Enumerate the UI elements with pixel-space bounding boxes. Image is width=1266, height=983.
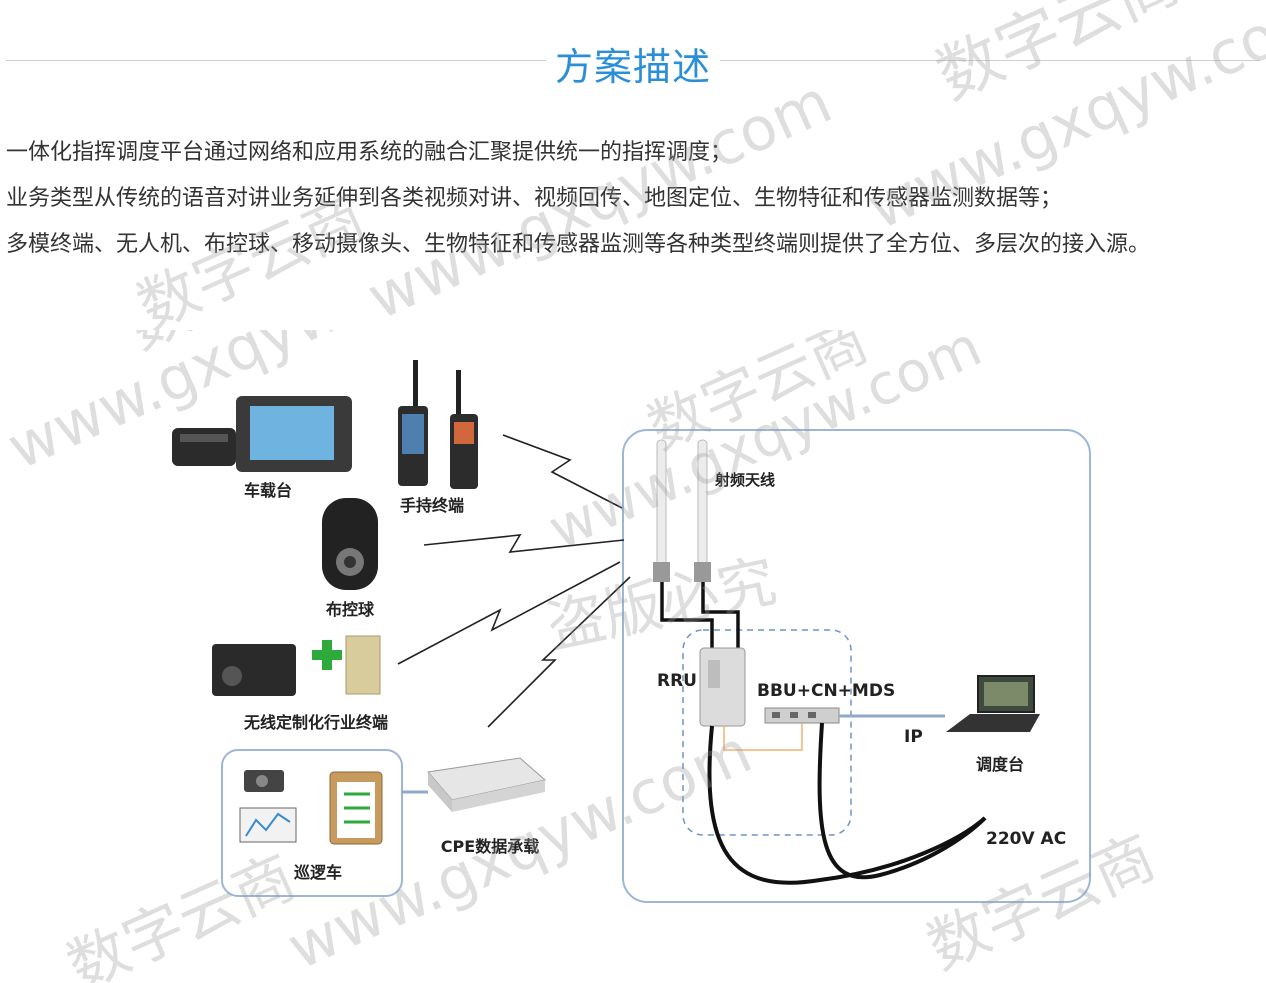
description-line: 多模终端、无人机、布控球、移动摄像头、生物特征和传感器监测等各种类型终端则提供了… <box>6 232 1151 257</box>
patrol-clipboard-icon <box>329 771 383 845</box>
equipment-dashed-box <box>682 629 852 836</box>
handheld-terminal-label: 手持终端 <box>400 496 464 515</box>
wireless-terminal-label: 无线定制化行业终端 <box>243 713 388 732</box>
section-header: 方案描述 <box>0 30 1266 90</box>
vehicle-terminal-icon <box>172 396 352 472</box>
watermark-layer: 盗版必究 www.gxqyw.com www.gxqyw.com 数字云商 数字… <box>0 330 1165 983</box>
header-divider-left <box>6 60 546 61</box>
network-diagram: 车载台 手持终端 布控球 无线定制化行业终端 巡逻车 CPE数据承载 射频天线 … <box>0 330 1266 983</box>
ptz-ball-camera-icon <box>322 498 378 590</box>
description-line: 业务类型从传统的语音对讲业务延伸到各类视频对讲、视频回传、地图定位、生物特征和传… <box>6 186 1063 211</box>
handheld-terminal-icon <box>398 360 478 489</box>
ptz-ball-label: 布控球 <box>326 600 375 619</box>
antenna-icon <box>653 439 711 582</box>
rru-unit-icon <box>699 647 746 727</box>
dispatch-laptop-icon <box>946 675 1040 732</box>
patrol-car-label: 巡逻车 <box>294 863 342 882</box>
bbu-rack-icon <box>764 707 840 724</box>
section-title: 方案描述 <box>554 45 711 89</box>
patrol-camera-icon <box>244 770 284 792</box>
rru-label: RRU <box>657 671 697 691</box>
patrol-monitor-chart-icon <box>239 807 297 843</box>
description: 一体化指挥调度平台通过网络和应用系统的融合汇聚提供统一的指挥调度； 业务类型从传… <box>6 130 1262 268</box>
antenna-label: 射频天线 <box>714 471 775 489</box>
bbu-label: BBU+CN+MDS <box>757 681 895 701</box>
patrol-car-frame <box>221 749 403 897</box>
header-divider-right <box>720 60 1260 61</box>
watermark-text: www.gxqyw.com <box>278 717 762 983</box>
watermark-text: 数字云商 <box>58 842 306 983</box>
dispatch-label: 调度台 <box>976 755 1024 774</box>
vehicle-terminal-label: 车载台 <box>244 481 292 500</box>
description-line: 一体化指挥调度平台通过网络和应用系统的融合汇聚提供统一的指挥调度； <box>6 140 733 165</box>
base-station-frame <box>622 429 1091 903</box>
wireless-terminal-icon <box>212 635 381 696</box>
power-label: 220V AC <box>986 829 1066 849</box>
cpe-device-icon <box>427 757 547 812</box>
ip-label: IP <box>904 727 923 747</box>
cpe-label: CPE数据承载 <box>441 837 539 856</box>
